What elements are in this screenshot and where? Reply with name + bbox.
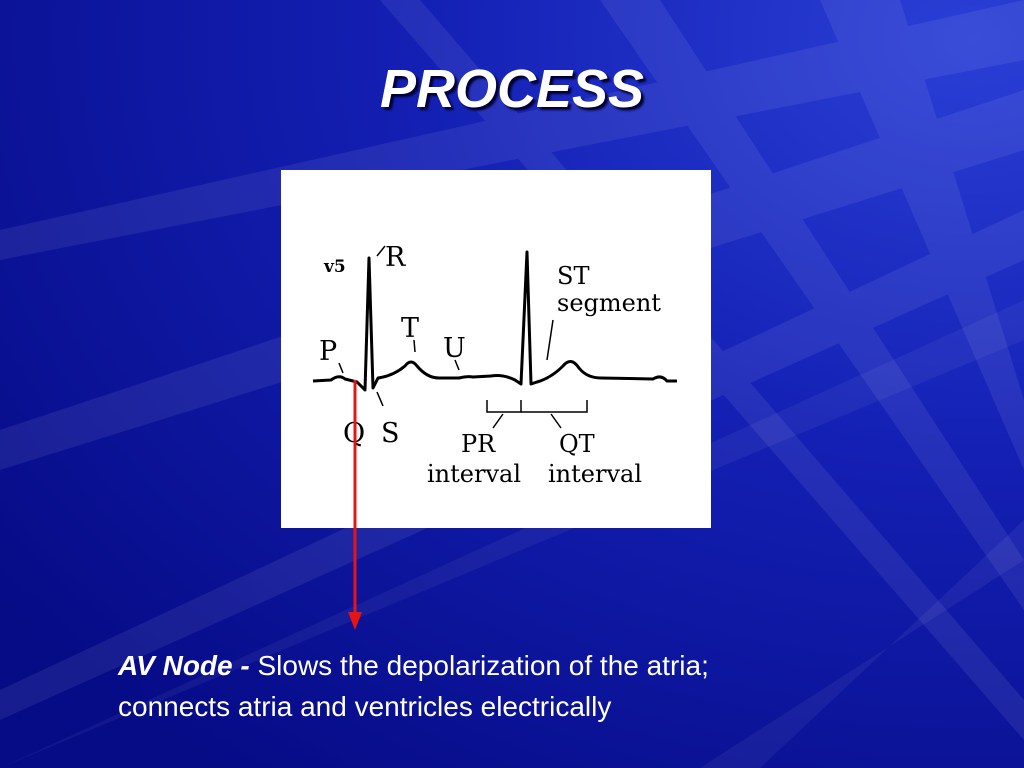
caption-description-line2: connects atria and ventricles electrical… xyxy=(118,691,612,722)
ecg-waveform-figure: v5 R P T U Q S ST segment PR interval QT… xyxy=(312,242,677,488)
s-leader-line xyxy=(376,391,384,407)
st-leader-line xyxy=(546,319,554,361)
slide-title: PROCESS xyxy=(379,59,645,119)
t-leader-line xyxy=(413,339,416,353)
wave-label-t: T xyxy=(401,313,419,344)
ecg-diagram: v5 R P T U Q S ST segment PR interval QT… xyxy=(281,170,711,528)
red-pointer-arrow xyxy=(348,380,362,630)
caption-term: AV Node - xyxy=(118,650,250,681)
pointer-arrowhead xyxy=(348,612,362,630)
st-segment-label-line2: segment xyxy=(557,289,661,317)
lead-label-v5: v5 xyxy=(323,257,346,277)
wave-label-p: P xyxy=(319,336,337,367)
r-leader-line xyxy=(376,245,386,257)
p-leader-line xyxy=(338,362,344,374)
pr-interval-bracket xyxy=(486,400,522,413)
pr-interval-label-line2: interval xyxy=(427,460,521,488)
pr-interval-label-line1: PR xyxy=(461,430,496,458)
caption-description-line1: Slows the depolarization of the atria; xyxy=(249,650,709,681)
qt-interval-bracket xyxy=(521,400,588,413)
qt-interval-label-line1: QT xyxy=(559,430,595,458)
wave-label-u: U xyxy=(443,333,466,364)
wave-label-s: S xyxy=(381,418,400,449)
ecg-trace xyxy=(312,250,677,392)
wave-label-r: R xyxy=(385,242,406,273)
caption: AV Node - Slows the depolarization of th… xyxy=(118,645,898,727)
pr-leader-line xyxy=(492,413,504,429)
u-leader-line xyxy=(454,359,460,371)
st-segment-label-line1: ST xyxy=(557,262,589,290)
qt-interval-label-line2: interval xyxy=(548,460,642,488)
qt-leader-line xyxy=(550,413,562,429)
